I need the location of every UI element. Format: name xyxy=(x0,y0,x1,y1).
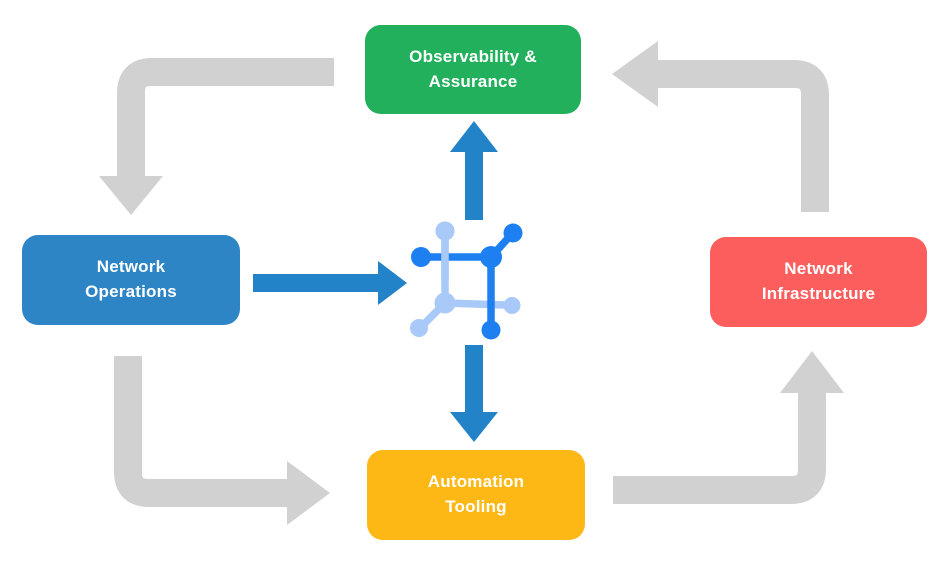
flow-arrow-top-right xyxy=(612,41,829,212)
arrowhead-down-icon xyxy=(450,412,498,442)
node-label-line: Assurance xyxy=(428,71,518,91)
node-label-line: Automation xyxy=(427,472,525,492)
node-label-line: Infrastructure xyxy=(761,284,876,303)
node-label-line: Operations xyxy=(85,282,177,301)
arrowhead-right-icon xyxy=(378,261,407,305)
node-network-infrastructure: Network Infrastructure xyxy=(710,237,927,327)
hub-arrow-up xyxy=(450,121,498,220)
flow-arrow-bottom-right xyxy=(613,351,844,504)
hub-arrow-down xyxy=(450,345,498,442)
hub-arrow-right xyxy=(253,261,407,305)
arrowhead-up-icon xyxy=(780,351,844,393)
mesh-light-overdraw xyxy=(435,221,455,284)
node-label-line: Network xyxy=(784,259,853,279)
network-mesh-icon xyxy=(410,221,523,340)
arrowhead-up-icon xyxy=(450,121,498,152)
node-label-line: Observability & xyxy=(409,46,537,66)
arrowhead-right-icon xyxy=(287,461,330,525)
flow-arrow-top-left xyxy=(99,58,334,215)
node-network-operations: Network Operations xyxy=(22,235,240,325)
node-label-line: Network xyxy=(96,257,166,277)
arrowhead-left-icon xyxy=(612,41,658,107)
node-observability-assurance: Observability & Assurance xyxy=(365,25,581,114)
node-label-line: Tooling xyxy=(445,497,507,516)
flow-arrow-bottom-left xyxy=(114,356,330,525)
node-automation-tooling: Automation Tooling xyxy=(367,450,585,540)
arrowhead-down-icon xyxy=(99,176,163,215)
mesh-dark-elements xyxy=(411,223,523,340)
